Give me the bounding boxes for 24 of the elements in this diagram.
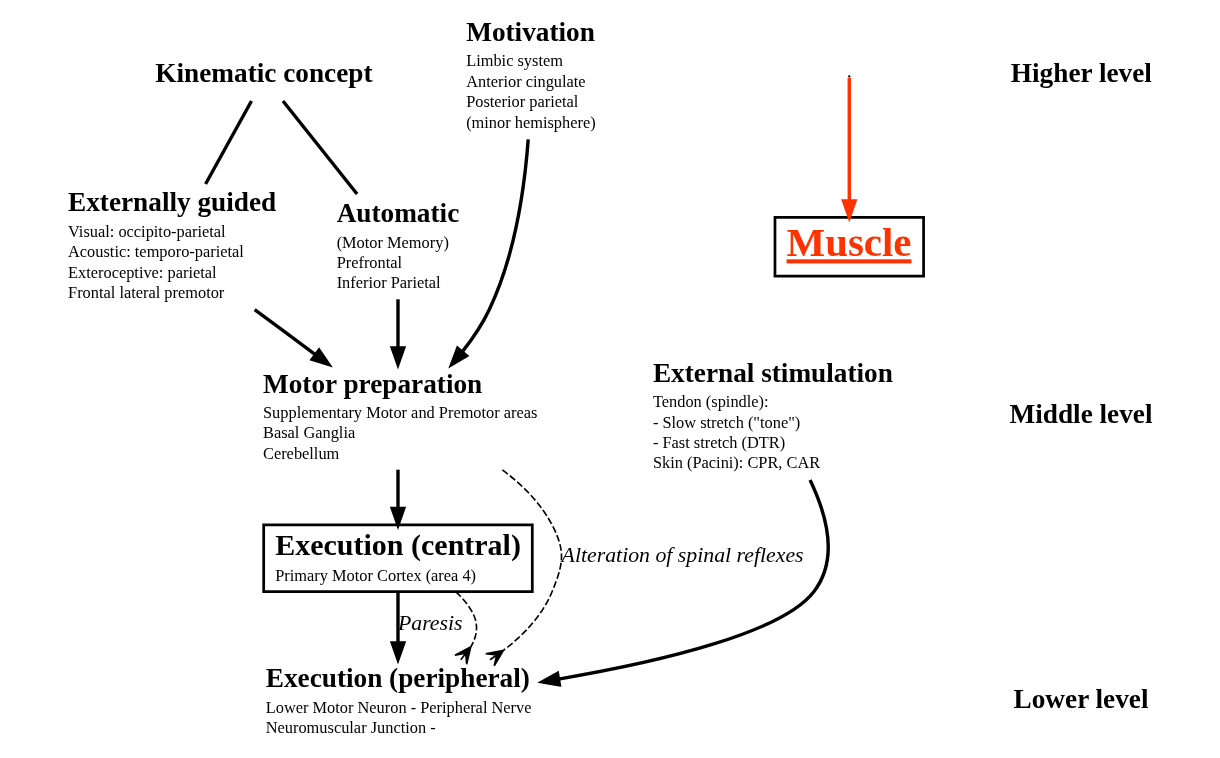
- node-text: Externally guided Visual: occipito-parietal Acoustic: temporo-parietal Exteroceptive: parietal Frontal lateral premotor: [68, 187, 277, 303]
- arrow: [448, 139, 530, 369]
- node-box: Muscle: [773, 216, 925, 278]
- arrow: [537, 479, 830, 687]
- node-box: Execution (central) Primary Motor Cortex (area 4): [262, 523, 534, 594]
- node-text: Execution (peripheral) Lower Motor Neuron - Peripheral Nerve Neuromuscular Junction -: [265, 663, 532, 737]
- label: Lower level: [1013, 683, 1149, 714]
- connector: [484, 469, 563, 667]
- connector: [281, 99, 359, 196]
- arrow: [389, 592, 407, 665]
- arrow: [389, 299, 407, 370]
- node-text: Automatic (Motor Memory) Prefrontal Inferior Parietal: [336, 198, 460, 293]
- node-text: Kinematic concept: [155, 57, 373, 88]
- edge-label: Alteration of spinal reflexes: [561, 543, 804, 568]
- connector: [454, 591, 478, 666]
- arrow: [253, 308, 333, 368]
- arrow: [389, 469, 407, 530]
- node-text: Motivation Limbic system Anterior cingulate Posterior parietal (minor hemisphere): [466, 16, 596, 132]
- label: Middle level: [1009, 398, 1153, 429]
- arrow: [841, 77, 858, 223]
- label: Higher level: [1010, 57, 1152, 88]
- node-text: External stimulation Tendon (spindle): - Slow stretch ("tone") - Fast stretch (DTR) Skin (Pacini): CPR, CAR: [652, 357, 893, 473]
- connector: [204, 100, 253, 185]
- node-text: Motor preparation Supplementary Motor and Premotor areas Basal Ganglia Cerebellum: [263, 368, 538, 463]
